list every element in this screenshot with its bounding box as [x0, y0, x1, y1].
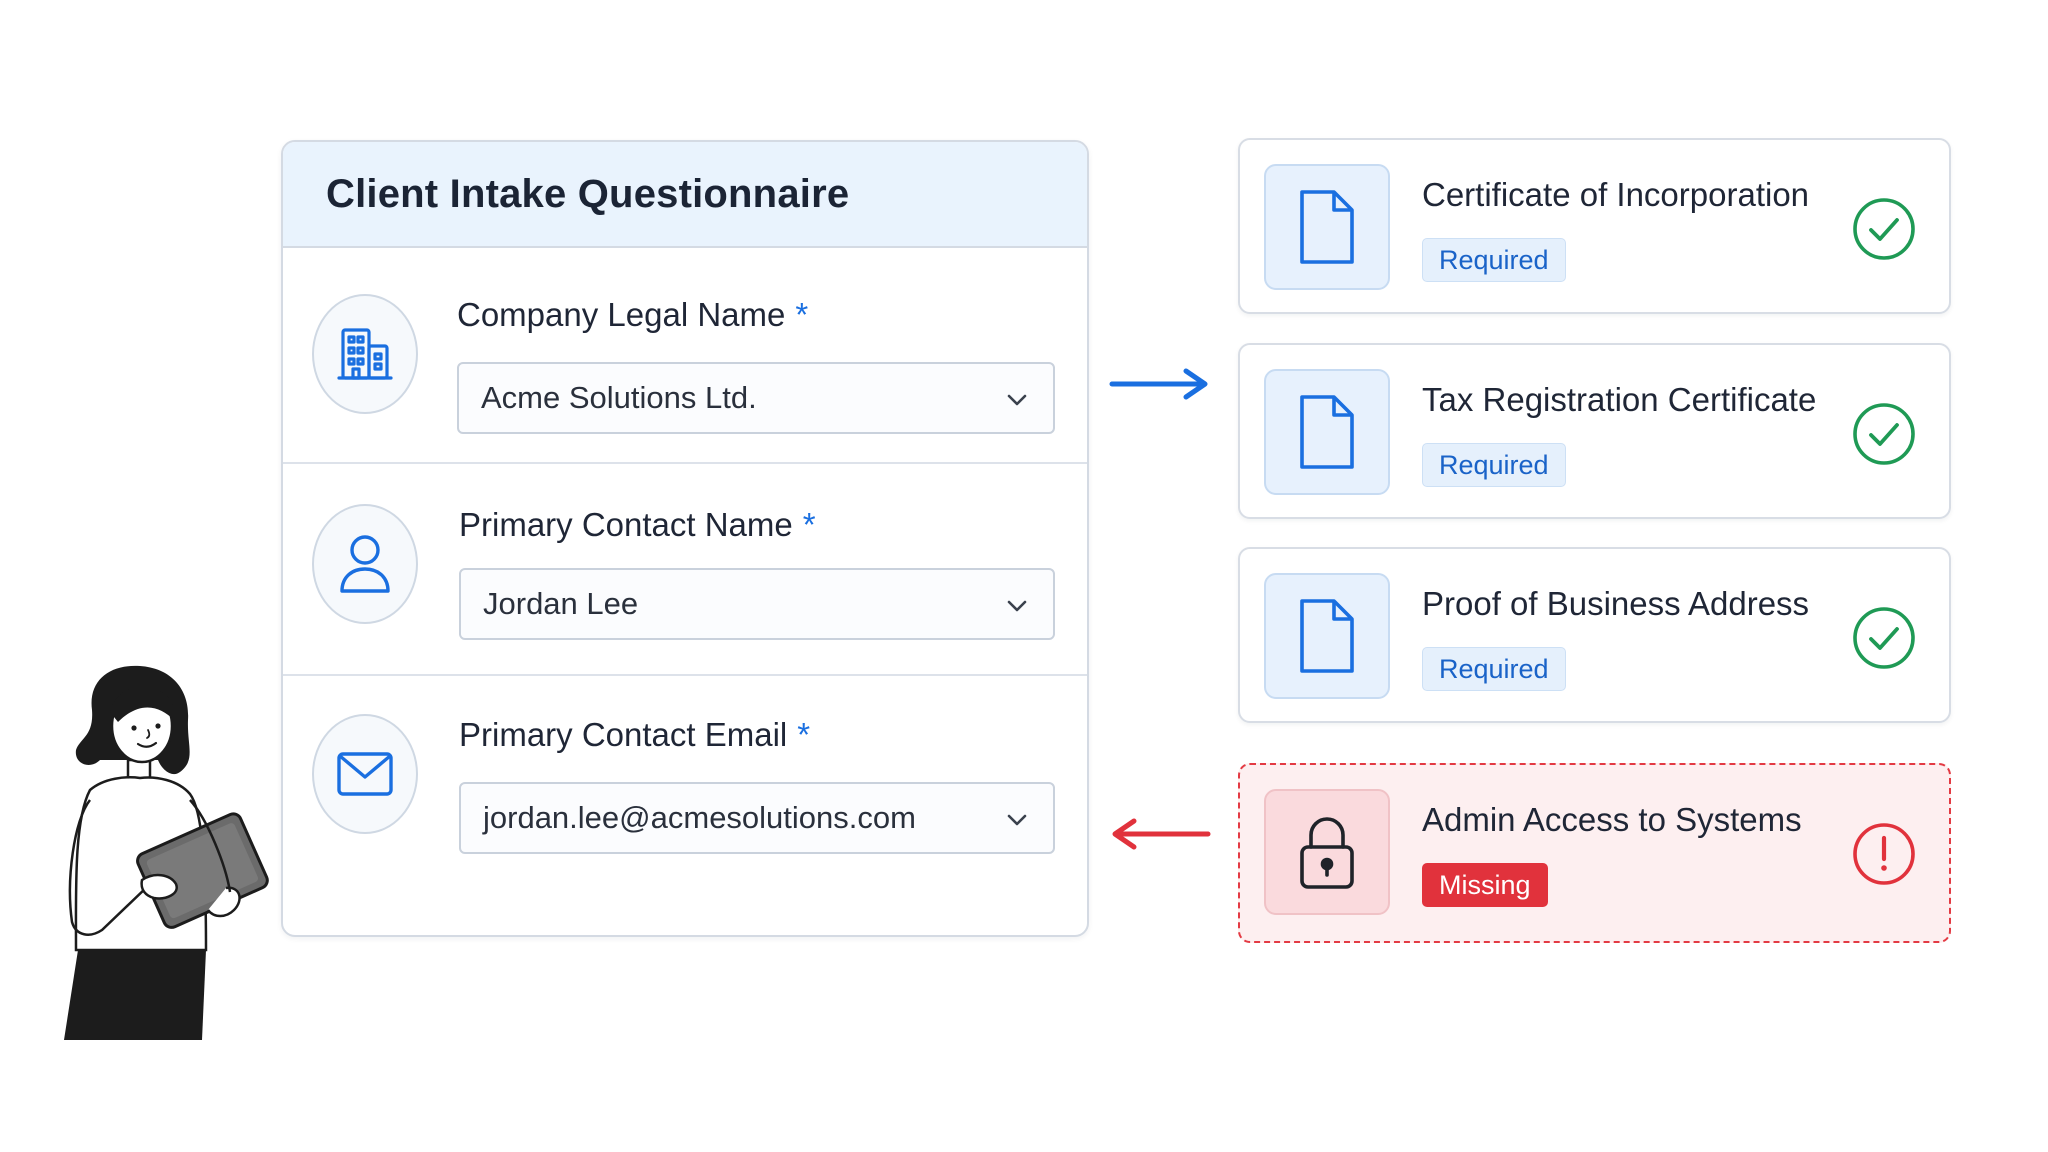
person-with-tablet-illustration — [64, 665, 269, 1040]
field-contact-name: Primary Contact Name* Jordan Lee — [283, 464, 1087, 676]
document-icon — [1264, 369, 1390, 495]
field-contact-email: Primary Contact Email* jordan.lee@acmeso… — [283, 676, 1087, 935]
field-label-text: Primary Contact Email — [459, 716, 788, 753]
company-name-select[interactable]: Acme Solutions Ltd. — [457, 362, 1055, 434]
field-label: Primary Contact Email* — [459, 716, 810, 754]
document-card[interactable]: Certificate of Incorporation Required — [1238, 138, 1951, 314]
chevron-down-icon — [1007, 600, 1027, 612]
alert-circle-icon — [1853, 823, 1915, 885]
field-label: Primary Contact Name* — [459, 506, 816, 544]
check-circle-icon — [1853, 198, 1915, 260]
arrow-left-icon — [1112, 818, 1211, 850]
status-badge: Required — [1422, 443, 1566, 487]
user-icon — [312, 504, 418, 624]
status-badge: Missing — [1422, 863, 1548, 907]
required-marker: * — [802, 506, 816, 543]
check-circle-icon — [1853, 403, 1915, 465]
document-title: Proof of Business Address — [1422, 585, 1810, 622]
form-header: Client Intake Questionnaire — [283, 142, 1087, 248]
document-card-missing[interactable]: Admin Access to Systems Missing — [1238, 763, 1951, 943]
field-label: Company Legal Name* — [457, 296, 808, 334]
field-value: jordan.lee@acmesolutions.com — [483, 800, 916, 835]
field-label-text: Primary Contact Name — [459, 506, 793, 543]
document-card[interactable]: Proof of Business Address Required — [1238, 547, 1951, 723]
document-icon — [1264, 164, 1390, 290]
field-value: Jordan Lee — [483, 586, 639, 621]
document-title: Certificate of Incorporation — [1422, 176, 1810, 213]
status-badge: Required — [1422, 647, 1566, 691]
document-title: Admin Access to Systems — [1422, 801, 1802, 838]
building-icon — [312, 294, 418, 414]
arrow-right-icon — [1109, 368, 1208, 400]
document-title: Tax Registration Certificate — [1422, 381, 1817, 418]
form-title: Client Intake Questionnaire — [326, 171, 850, 216]
lock-icon — [1264, 789, 1390, 915]
chevron-down-icon — [1007, 394, 1027, 406]
field-value: Acme Solutions Ltd. — [481, 380, 757, 415]
contact-email-select[interactable]: jordan.lee@acmesolutions.com — [459, 782, 1055, 854]
field-label-text: Company Legal Name — [457, 296, 786, 333]
contact-name-select[interactable]: Jordan Lee — [459, 568, 1055, 640]
check-circle-icon — [1853, 607, 1915, 669]
required-marker: * — [797, 716, 811, 753]
envelope-icon — [312, 714, 418, 834]
document-icon — [1264, 573, 1390, 699]
chevron-down-icon — [1007, 814, 1027, 826]
status-badge: Required — [1422, 238, 1566, 282]
field-company-name: Company Legal Name* Acme Solutions Ltd. — [283, 248, 1087, 464]
required-marker: * — [795, 296, 809, 333]
intake-form-card: Client Intake Questionnaire Company Lega… — [281, 140, 1089, 937]
document-card[interactable]: Tax Registration Certificate Required — [1238, 343, 1951, 519]
